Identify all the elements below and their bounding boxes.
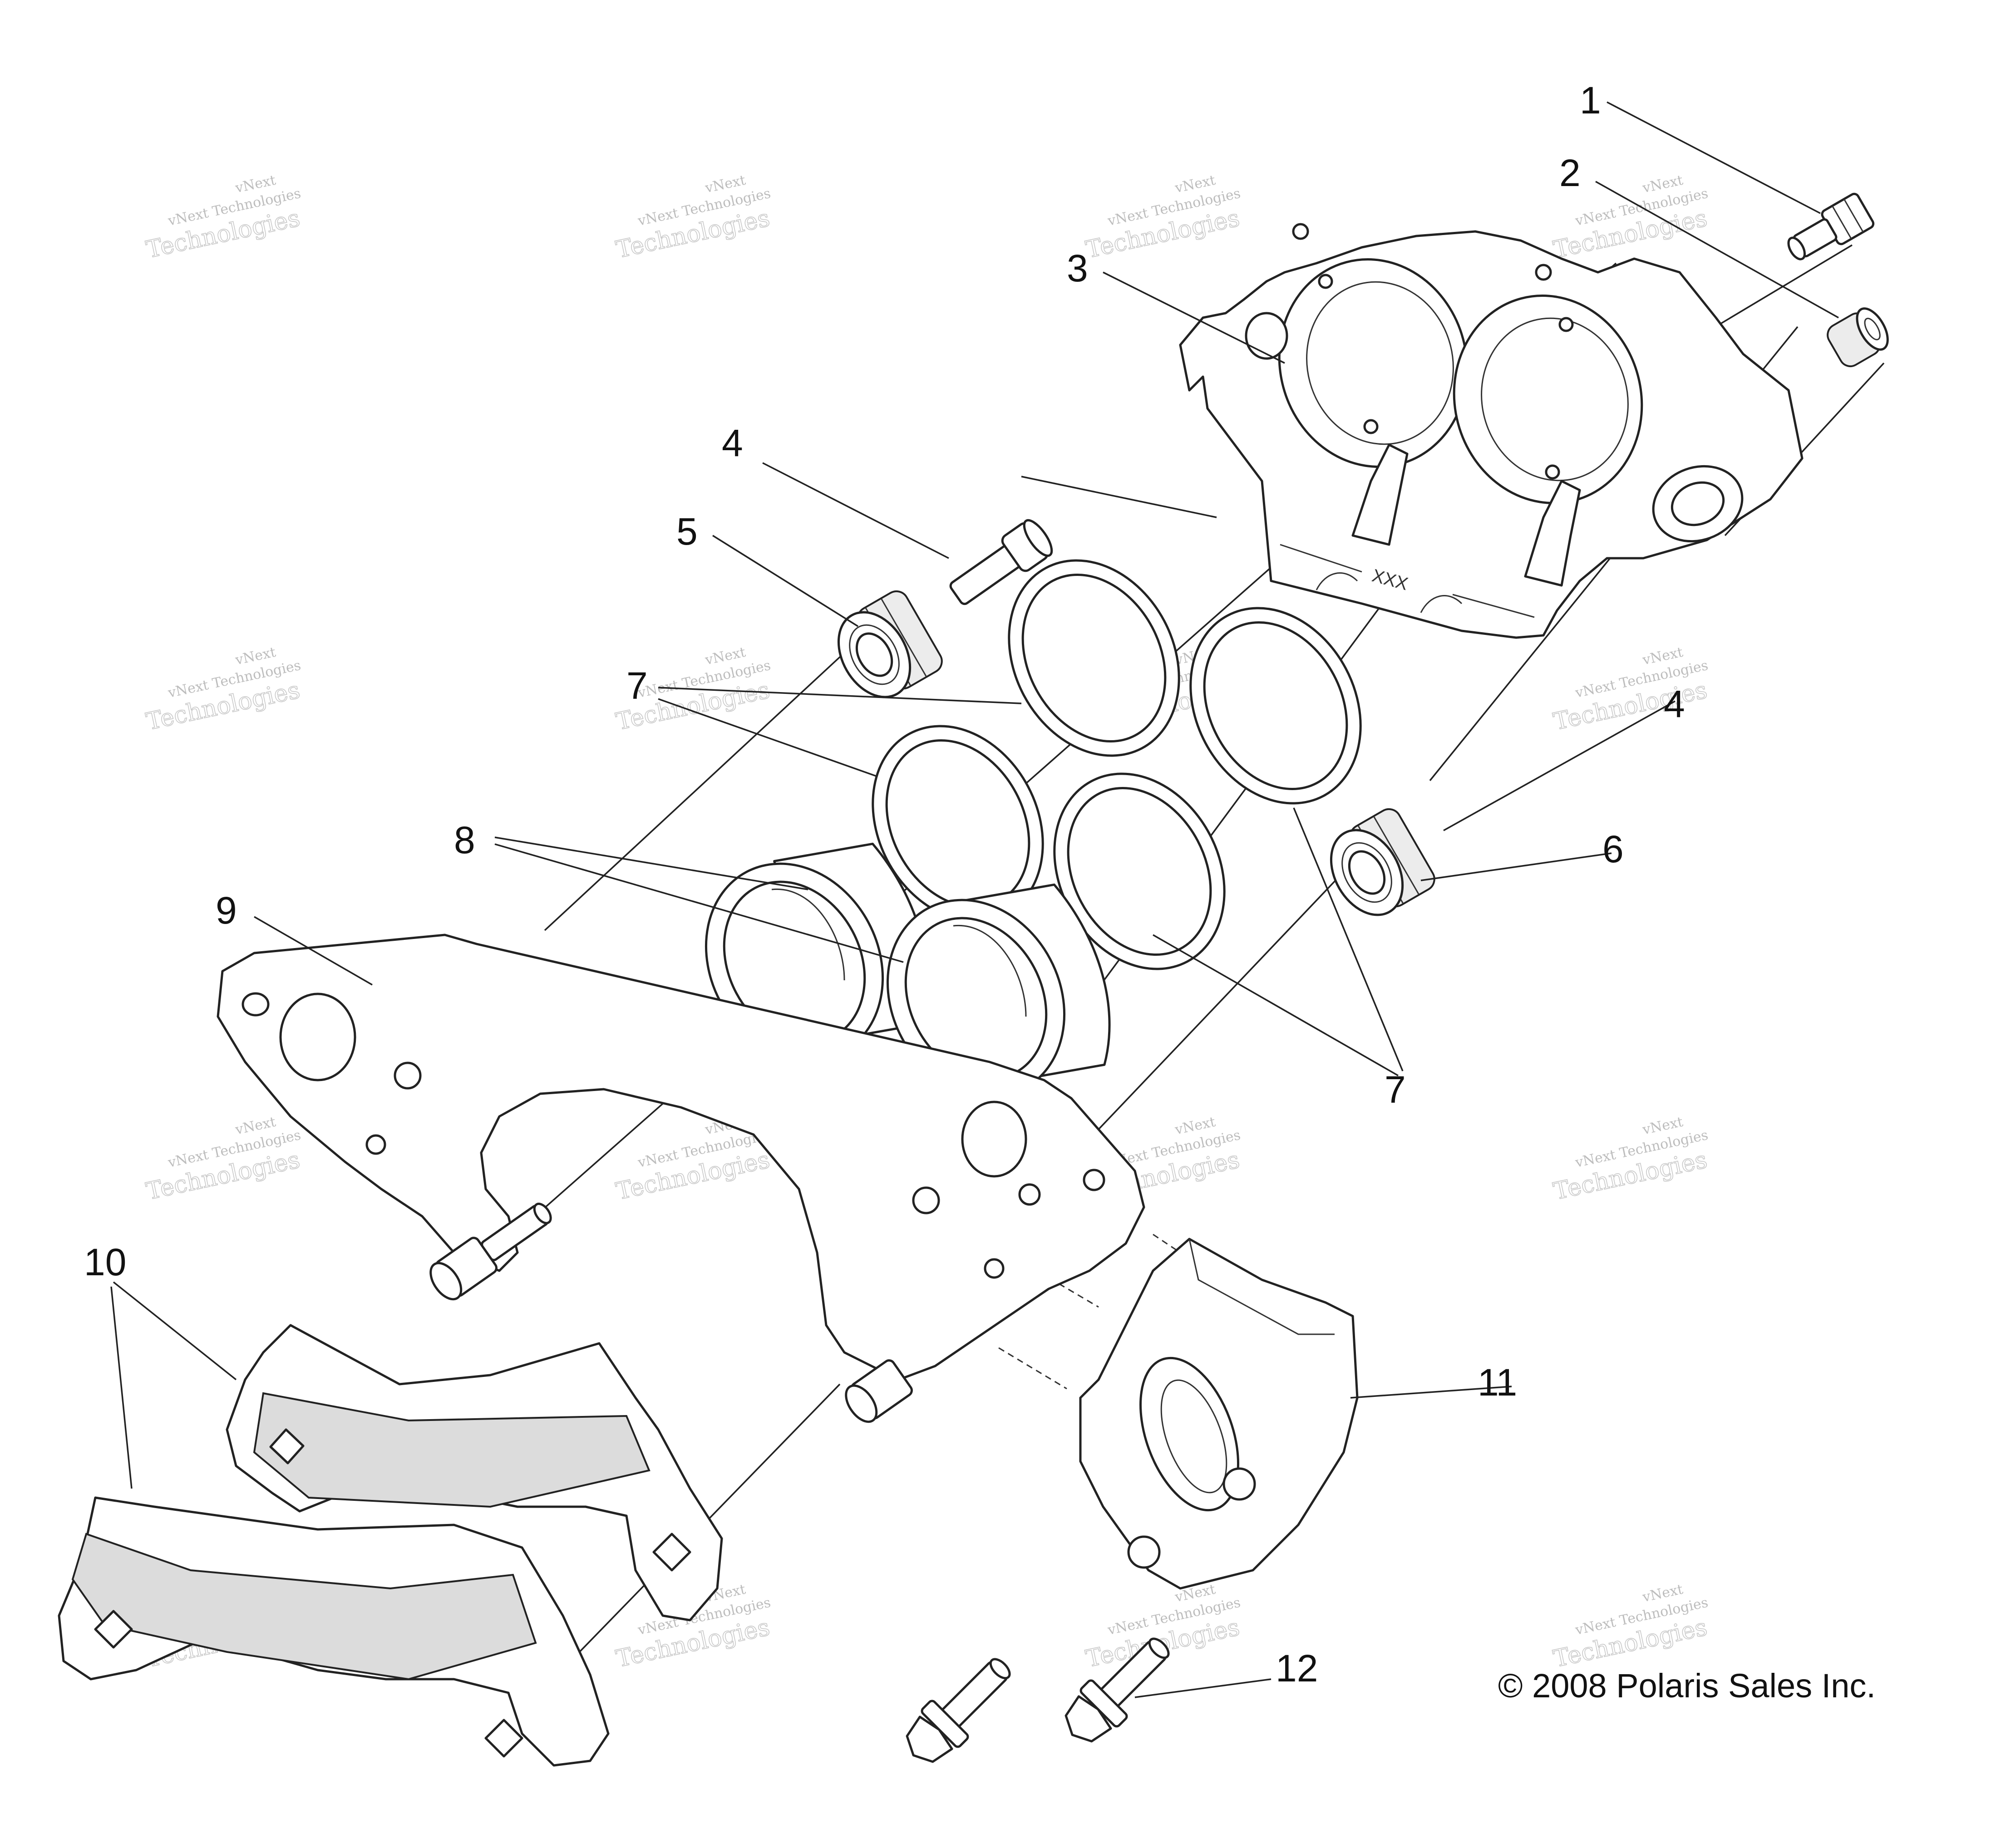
leader-8-upper — [494, 836, 808, 890]
bracket-slide-pin-left — [429, 1203, 552, 1301]
watermark: vNext vNext Technologies Technologies — [143, 644, 303, 736]
guide-pin-upper — [949, 519, 1053, 605]
leader-lines — [110, 101, 1839, 1698]
leader-10-lower — [110, 1286, 133, 1489]
mounting-bolt-right — [1065, 1637, 1170, 1743]
leader-7a-upper — [658, 687, 1022, 704]
seal-ring — [1053, 772, 1226, 970]
callout-3: 3 — [1067, 247, 1088, 290]
leader-10-upper — [113, 1281, 237, 1381]
leader-7b-upper — [1293, 807, 1404, 1071]
seal-ring — [1189, 607, 1362, 805]
watermark: vNext vNext Technologies Technologies — [613, 172, 773, 264]
callout-2: 2 — [1559, 152, 1581, 194]
leader-7a-lower — [658, 698, 877, 777]
callout-9: 9 — [216, 889, 237, 932]
leader-5 — [712, 535, 858, 627]
pad-abutment-clip — [1079, 1238, 1359, 1590]
leader-1 — [1607, 101, 1821, 214]
leader-2 — [1595, 181, 1839, 319]
seal-ring — [1008, 559, 1180, 757]
watermark: vNext vNext Technologies Technologies — [143, 1114, 303, 1206]
mounting-bolt-left — [906, 1658, 1011, 1763]
leader-4-left — [762, 462, 949, 559]
seal-ring — [872, 725, 1044, 923]
pin-boot-left — [837, 590, 943, 698]
leader-11 — [1350, 1386, 1512, 1399]
leader-12 — [1134, 1678, 1272, 1698]
watermark: vNext vNext Technologies Technologies — [1551, 644, 1710, 736]
callout-4-left: 4 — [722, 422, 743, 464]
callout-8: 8 — [454, 819, 475, 861]
axis-line-bracket — [1084, 861, 1354, 1145]
callout-1: 1 — [1580, 79, 1601, 122]
bracket-slide-pin-right — [845, 1359, 913, 1423]
brake-pad-front — [58, 1496, 610, 1767]
leader-6 — [1420, 852, 1612, 881]
watermark: vNext vNext Technologies Technologies — [143, 172, 303, 264]
callout-12: 12 — [1276, 1647, 1318, 1690]
callout-10: 10 — [84, 1241, 126, 1283]
callout-7-right: 7 — [1385, 1068, 1406, 1111]
leader-9 — [254, 916, 373, 986]
leader-4-right — [1443, 700, 1676, 831]
leader-7b-lower — [1153, 934, 1399, 1076]
callout-5: 5 — [676, 510, 698, 553]
watermark: vNext vNext Technologies Technologies — [1551, 1114, 1710, 1206]
mounting-bracket — [217, 934, 1145, 1423]
bleeder-cap — [1827, 307, 1889, 368]
bleeder-screw — [1787, 192, 1875, 260]
leader-3 — [1103, 271, 1285, 364]
callout-7-left: 7 — [626, 664, 648, 707]
callout-labels: 1 2 3 4 5 4 6 7 7 8 9 10 11 12 — [84, 79, 1685, 1690]
piston-seals — [872, 559, 1362, 970]
caliper-body: XXX — [1179, 223, 1804, 639]
axis-line-boot — [544, 644, 854, 931]
brake-pad-rear — [226, 1324, 723, 1622]
callout-6: 6 — [1602, 828, 1624, 870]
axis-line-pin-left — [1021, 476, 1217, 518]
callout-11: 11 — [1478, 1361, 1517, 1404]
copyright-notice: © 2008 Polaris Sales Inc. — [1498, 1667, 1876, 1705]
watermark: vNext vNext Technologies Technologies — [1083, 172, 1242, 264]
watermark: vNext vNext Technologies Technologies — [1551, 1582, 1710, 1673]
pin-boot-right — [1330, 808, 1435, 916]
callout-4-right: 4 — [1664, 683, 1685, 725]
leader-8-lower — [494, 843, 904, 963]
